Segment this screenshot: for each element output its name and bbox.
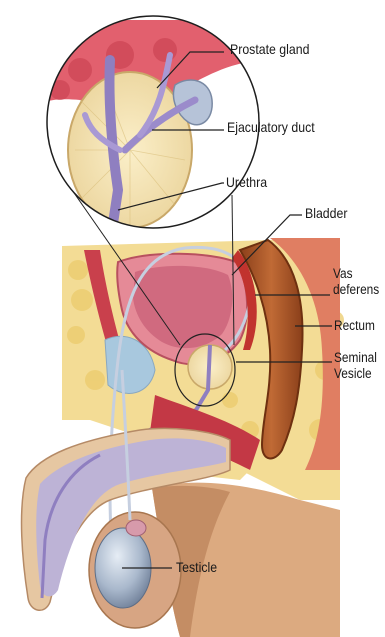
label-vas-deferens-line1: Vas [333,266,353,281]
label-vas-deferens-line2: deferens [333,282,379,297]
epididymis [126,520,146,536]
label-urethra: Urethra [226,175,267,190]
body-section [22,238,344,637]
label-testicle: Testicle [176,560,217,575]
label-ejaculatory-duct: Ejaculatory duct [227,120,315,135]
label-rectum: Rectum [334,318,375,333]
label-seminal-vesicle-line2: Vesicle [334,366,372,381]
label-seminal-vesicle-line1: Seminal [334,350,377,365]
label-bladder: Bladder [305,206,347,221]
label-prostate-gland: Prostate gland [230,42,309,57]
